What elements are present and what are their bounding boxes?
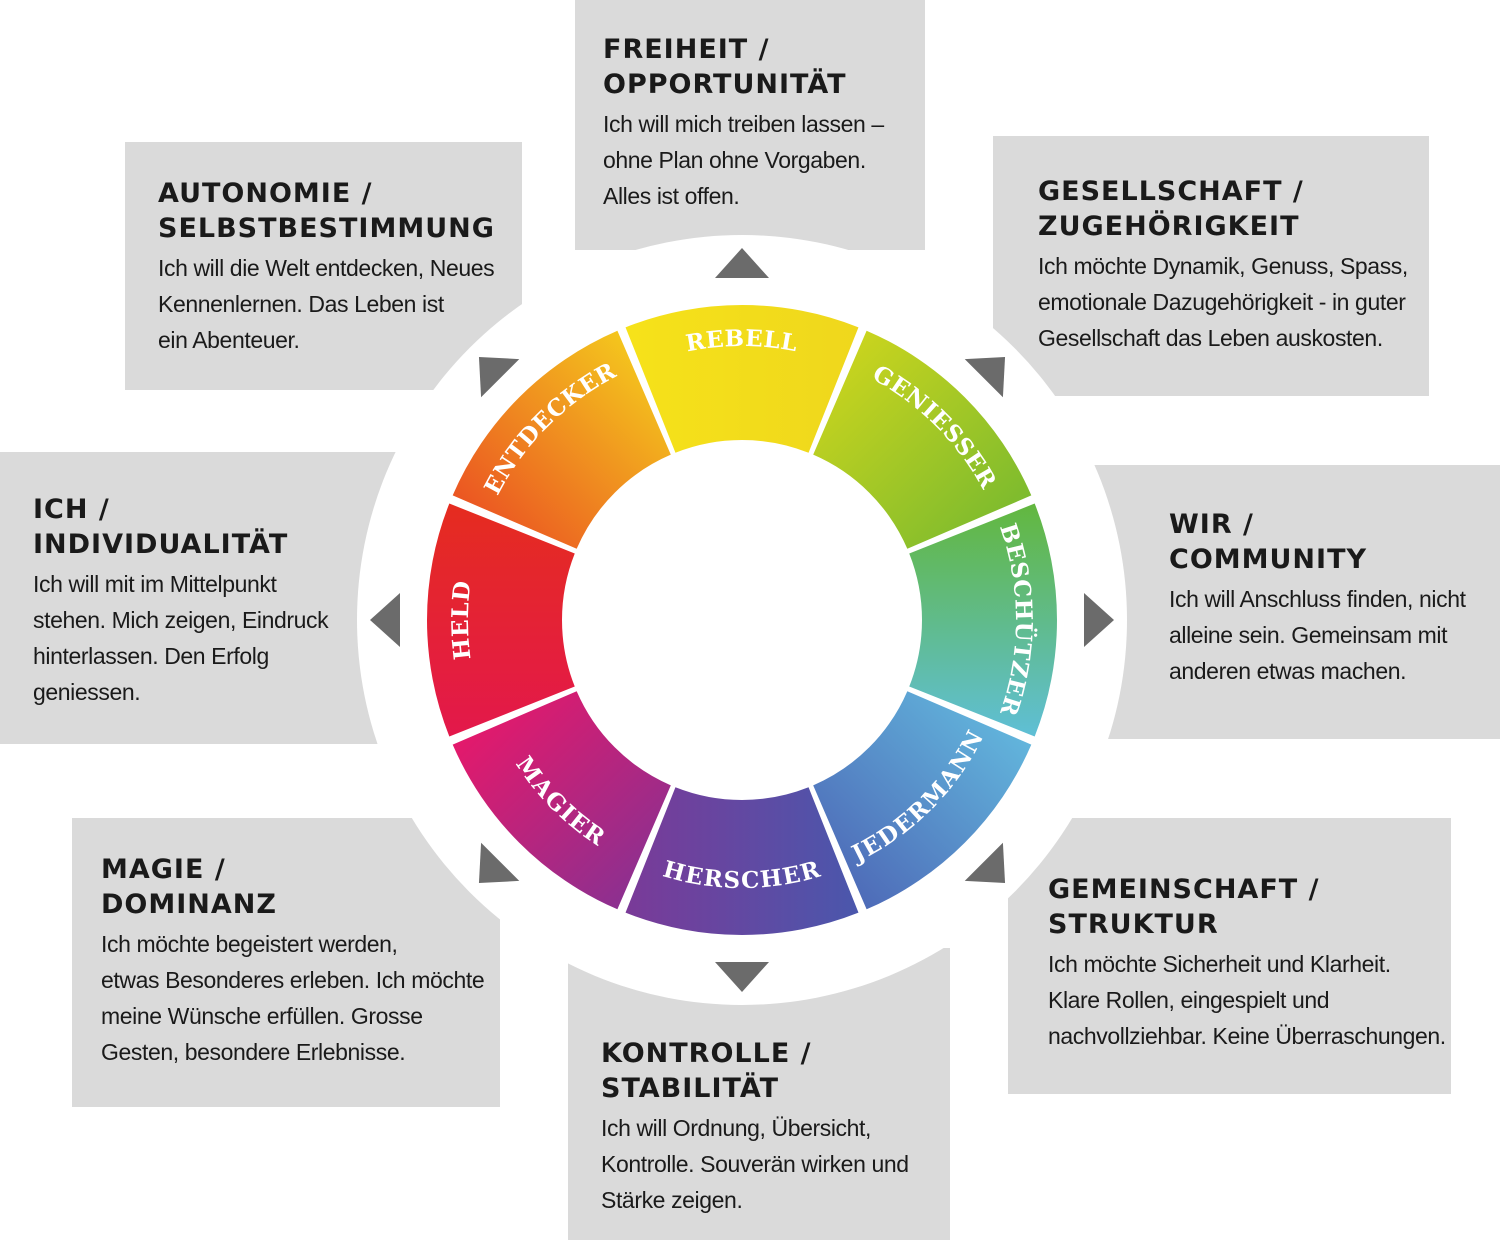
box-magie-title: MAGIE / DOMINANZ bbox=[101, 854, 277, 920]
arrow-down-right-icon bbox=[964, 842, 1006, 884]
box-wir-text: Ich will Anschluss finden, nicht alleine… bbox=[1169, 586, 1466, 684]
wheel-segment-herscher bbox=[625, 787, 859, 935]
box-magie-text: Ich möchte begeistert werden, etwas Beso… bbox=[101, 931, 485, 1065]
wheel-label-held: HELD bbox=[447, 579, 477, 661]
wheel-segment-rebell bbox=[625, 305, 859, 453]
box-autonomie-title: AUTONOMIE / SELBSTBESTIMMUNG bbox=[158, 178, 495, 244]
wheel-label-herscher: HERSCHER bbox=[660, 856, 824, 895]
box-gesellschaft: GESELLSCHAFT / ZUGEHÖRIGKEIT Ich möchte … bbox=[993, 136, 1429, 396]
box-magie: MAGIE / DOMINANZ Ich möchte begeistert w… bbox=[72, 818, 500, 1107]
box-wir: WIR / COMMUNITY Ich will Anschluss finde… bbox=[1092, 465, 1500, 739]
wheel-segment-held bbox=[427, 503, 575, 737]
box-gesellschaft-title: GESELLSCHAFT / ZUGEHÖRIGKEIT bbox=[1038, 176, 1304, 242]
box-autonomie: AUTONOMIE / SELBSTBESTIMMUNG Ich will di… bbox=[125, 142, 522, 390]
box-kontrolle: KONTROLLE / STABILITÄT Ich will Ordnung,… bbox=[568, 948, 950, 1240]
wheel-label-beschützer: BESCHÜTZER bbox=[994, 520, 1038, 720]
box-freiheit-title: FREIHEIT / OPPORTUNITÄT bbox=[603, 34, 847, 100]
wheel-label-rebell: REBELL bbox=[684, 325, 800, 357]
box-kontrolle-text: Ich will Ordnung, Übersicht, Kontrolle. … bbox=[601, 1115, 909, 1213]
box-kontrolle-title: KONTROLLE / STABILITÄT bbox=[601, 1038, 812, 1104]
wheel-label-jedermann: JEDERMANN bbox=[846, 725, 990, 868]
wheel-label-geniesser: GENIESSER bbox=[868, 360, 1002, 494]
wheel-segments bbox=[427, 305, 1057, 935]
box-ich: ICH / INDIVIDUALITÄT Ich will mit im Mit… bbox=[0, 452, 402, 744]
wheel-segment-jedermann bbox=[813, 691, 1032, 910]
box-freiheit: FREIHEIT / OPPORTUNITÄT Ich will mich tr… bbox=[575, 0, 925, 250]
box-gemeinschaft: GEMEINSCHAFT / STRUKTUR Ich möchte Siche… bbox=[1008, 818, 1451, 1094]
box-ich-title: ICH / INDIVIDUALITÄT bbox=[33, 494, 289, 560]
box-gemeinschaft-text: Ich möchte Sicherheit und Klarheit. Klar… bbox=[1048, 951, 1446, 1049]
wheel-label-magier: MAGIER bbox=[510, 751, 610, 851]
box-gemeinschaft-title: GEMEINSCHAFT / STRUKTUR bbox=[1048, 874, 1320, 940]
arrow-up-icon bbox=[715, 248, 769, 278]
box-autonomie-text: Ich will die Welt entdecken, Neues Kenne… bbox=[158, 255, 495, 353]
box-wir-title: WIR / COMMUNITY bbox=[1169, 509, 1368, 575]
box-freiheit-text: Ich will mich treiben lassen – ohne Plan… bbox=[603, 111, 884, 209]
box-gesellschaft-text: Ich möchte Dynamik, Genuss, Spass, emoti… bbox=[1038, 253, 1408, 351]
wheel-segment-beschützer bbox=[909, 503, 1057, 737]
box-ich-text: Ich will mit im Mittelpunkt stehen. Mich… bbox=[33, 571, 329, 705]
